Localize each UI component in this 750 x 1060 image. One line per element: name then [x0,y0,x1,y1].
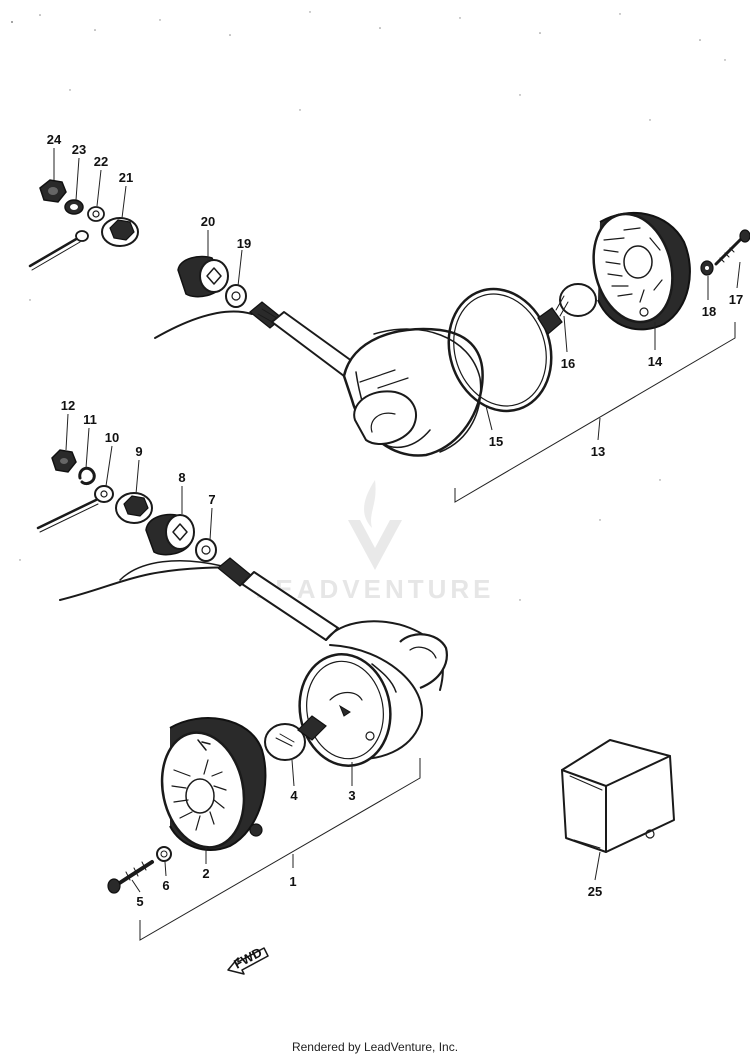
part-19-washer [225,284,247,308]
callout-3: 3 [348,788,355,803]
part-14-lens [592,211,691,331]
part-5-screw [107,860,154,894]
part-6-washer [156,846,172,862]
callout-16: 16 [561,356,575,371]
leader-lines [53,148,741,893]
scan-noise [11,11,726,601]
housing-lower [217,557,448,767]
callout-4: 4 [290,788,298,803]
callout-numbers: 24 23 22 21 20 19 15 16 14 18 17 13 12 1… [47,132,743,909]
callout-8: 8 [178,470,185,485]
callout-9: 9 [135,444,142,459]
part-23-spring-washer [64,199,84,215]
part-16-bulb [537,283,597,335]
callout-13: 13 [591,444,605,459]
part-4-bulb [264,715,327,761]
part-25-relay [561,739,675,853]
callout-11: 11 [83,412,97,427]
part-2-lens [160,717,267,851]
callout-24: 24 [47,132,62,147]
callout-23: 23 [72,142,86,157]
callout-20: 20 [201,214,215,229]
wire-upper-left [28,230,89,271]
wire-upper-stem [154,310,253,339]
footer-credit: Rendered by LeadVenture, Inc. [291,1040,459,1054]
part-20-grommet [177,255,229,298]
part-15-gasket [447,287,553,413]
part-17-screw [714,229,750,266]
part-24-nut [39,179,67,203]
callout-15: 15 [489,434,503,449]
part-18-washer [700,260,714,276]
part-9-nut [115,492,153,524]
callout-22: 22 [94,154,108,169]
callout-7: 7 [208,492,215,507]
callout-18: 18 [702,304,716,319]
part-12-nut [51,449,77,473]
part-10-terminal [36,485,114,533]
wire-lower [59,559,233,601]
part-21-nut [101,217,139,247]
callout-1: 1 [289,874,296,889]
callout-25: 25 [588,884,602,899]
housing-upper [249,301,484,457]
fwd-arrow-icon: FWD [227,944,269,975]
part-8-grommet [145,513,195,556]
callout-10: 10 [105,430,119,445]
part-7-washer [195,538,217,562]
callout-6: 6 [162,878,169,893]
part-11-spring-washer [78,466,96,486]
callout-19: 19 [237,236,251,251]
bracket-1 [139,758,421,941]
leadventure-watermark: LEADVENTURE [255,480,491,604]
callout-14: 14 [648,354,663,369]
bracket-13 [454,322,736,503]
callout-12: 12 [61,398,75,413]
callout-21: 21 [119,170,133,185]
callout-5: 5 [136,894,143,909]
callout-2: 2 [202,866,209,881]
part-22-washer [87,206,105,222]
callout-17: 17 [729,292,743,307]
